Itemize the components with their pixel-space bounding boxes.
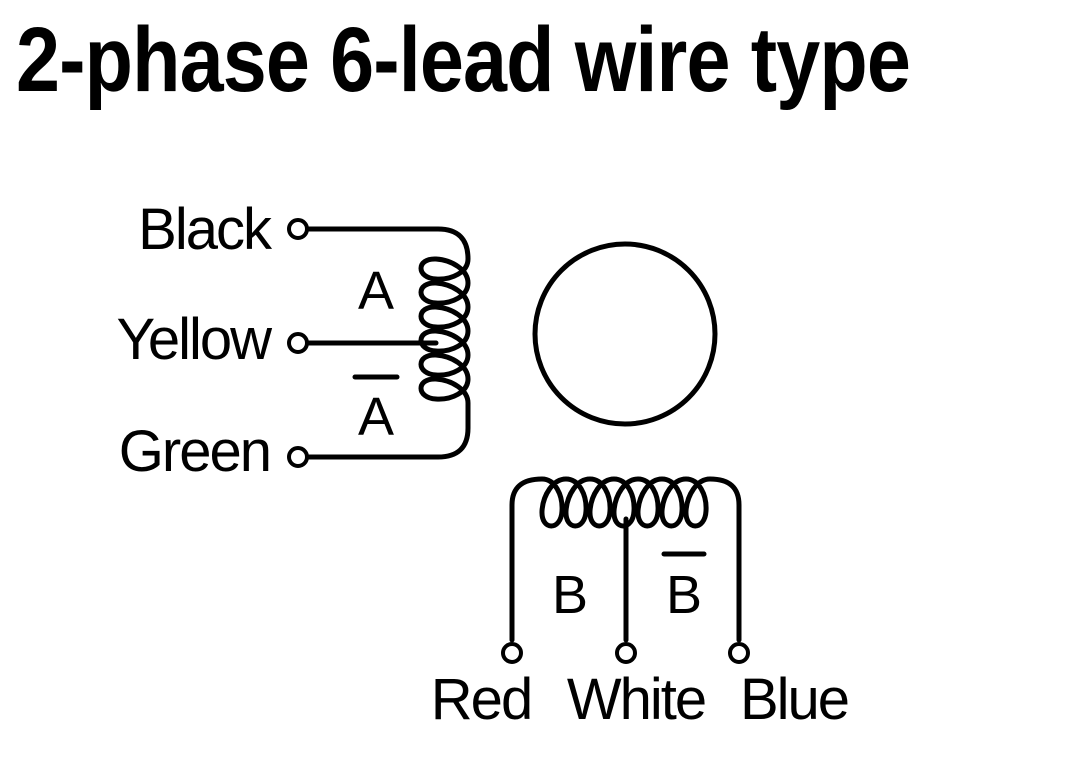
terminal-black [287,218,309,240]
diagram-title: 2-phase 6-lead wire type [16,9,911,111]
terminal-white [615,642,637,664]
lead-label-red: Red [431,667,531,732]
lead-label-yellow: Yellow [116,307,273,372]
terminal-yellow [287,332,309,354]
terminal-red [501,642,523,664]
coil-a-bar-label: A [358,387,394,447]
terminal-blue [728,642,750,664]
lead-label-green: Green [119,419,270,484]
coil-b-winding [509,476,742,643]
rotor-circle [532,241,718,427]
coil-b-label: B [552,565,588,625]
coil-a-winding [305,226,471,460]
lead-label-blue: Blue [740,667,848,732]
coil-a-label: A [358,261,394,321]
lead-label-black: Black [138,197,273,262]
terminal-green [287,446,309,468]
coil-b-bar-label: B [666,565,702,625]
lead-label-white: White [567,667,705,732]
